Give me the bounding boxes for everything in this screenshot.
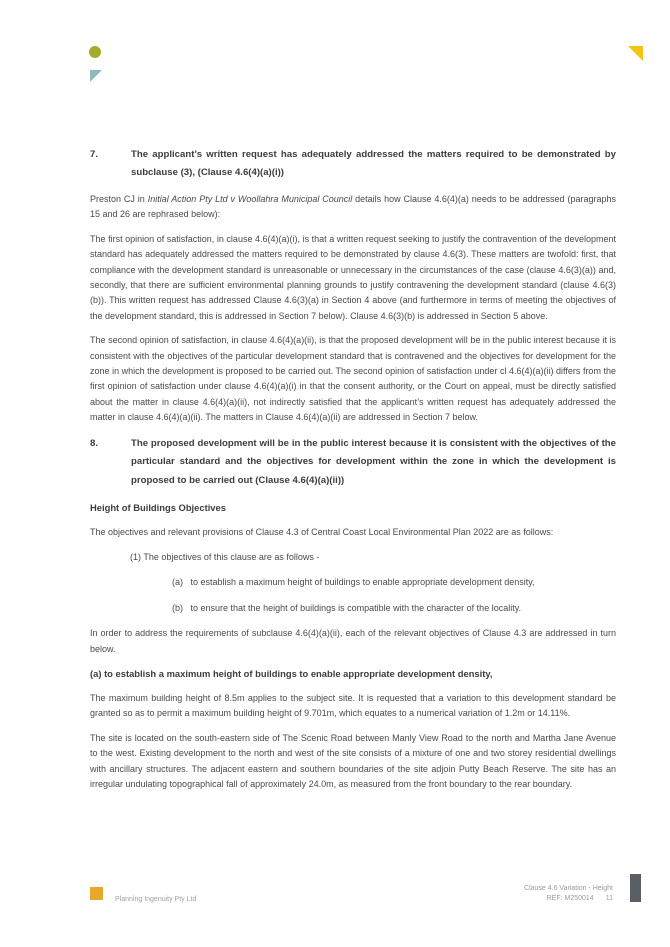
footer-ref-line: REF: M250014 11 [524,894,613,904]
clause-a-marker: (a) [172,577,183,588]
corner-triangle-icon [628,46,643,61]
footer-doc-title: Clause 4.6 Variation - Height [524,885,613,892]
footer-bar-icon [630,874,641,902]
footer-logo-square-icon [90,887,103,900]
case-intro-before: Preston CJ in [90,194,148,204]
clause-b-marker: (b) [172,602,183,613]
footer-company: Planning Ingenuity Pty Ltd [115,896,197,903]
address-paragraph: In order to address the requirements of … [90,628,616,654]
clause-b: (b) to ensure that the height of buildin… [172,601,616,616]
clause-a: (a) to establish a maximum height of bui… [172,575,616,590]
height-objectives-subheading: Height of Buildings Objectives [90,502,226,514]
first-opinion-paragraph: The first opinion of satisfaction, in cl… [90,233,616,321]
section-8-heading: 8. The proposed development will be in t… [90,435,616,491]
case-name: Initial Action Pty Ltd v Woollahra Munic… [147,194,353,204]
section-number: 8. [90,437,99,449]
footer-ref: REF: M250014 [546,895,594,902]
logo-triangle-icon [90,70,102,82]
page-content: 7. The applicant’s written request has a… [90,146,616,801]
second-opinion-paragraph: The second opinion of satisfaction, in c… [90,335,616,423]
site-description-paragraph: The site is located on the south-eastern… [90,732,616,789]
section-title: The proposed development will be in the … [131,437,616,486]
footer-doc-info: Clause 4.6 Variation - Height REF: M2500… [524,884,613,904]
objective-a-heading: (a) to establish a maximum height of bui… [90,667,493,679]
section-title: The applicant’s written request has adeq… [131,149,616,178]
clause-a-text: to establish a maximum height of buildin… [190,577,535,588]
objectives-intro-paragraph: The objectives and relevant provisions o… [90,527,554,538]
page-number: 11 [605,895,613,902]
section-7-heading: 7. The applicant’s written request has a… [90,146,616,182]
clause-b-text: to ensure that the height of buildings i… [190,602,522,613]
logo-dot-icon [89,46,101,58]
clause-1: (1) The objectives of this clause are as… [130,551,320,562]
case-intro-after: details how Clause 4.6(4)(a) needs to be… [90,194,616,220]
section-number: 7. [90,149,99,160]
max-height-paragraph: The maximum building height of 8.5m appl… [90,692,616,719]
case-intro-paragraph: Preston CJ in Initial Action Pty Ltd v W… [90,192,616,223]
